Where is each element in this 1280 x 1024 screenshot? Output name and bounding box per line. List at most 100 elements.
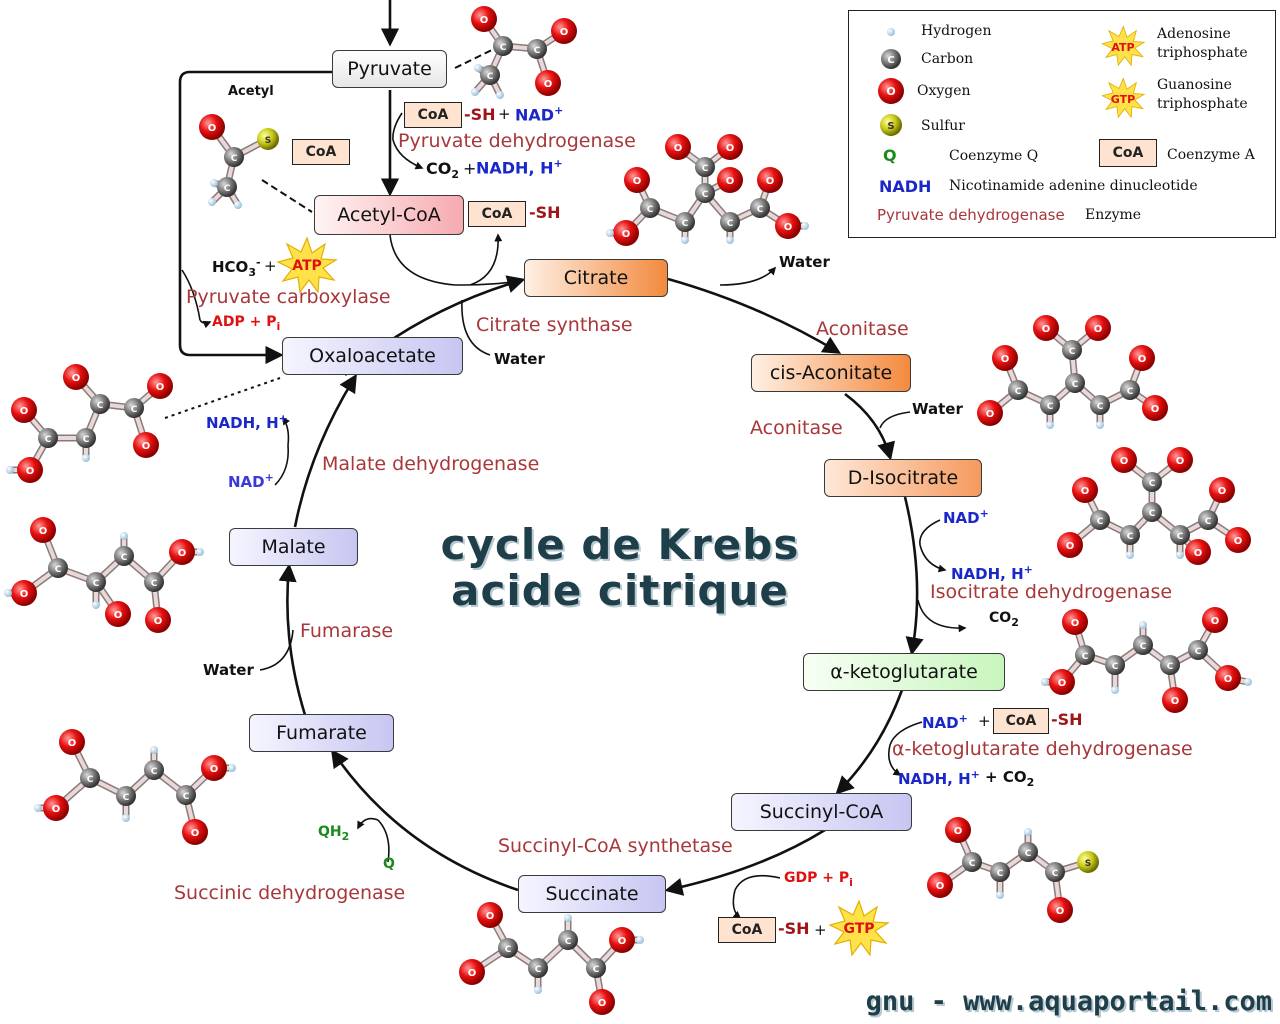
water-aconitase-2: Water [912, 400, 963, 418]
atp-burst-shape [276, 236, 338, 294]
carbon-atom [480, 65, 500, 85]
oxygen-atom [613, 220, 639, 246]
side-nadh-iso [919, 544, 947, 573]
legend-atp-line1: Adenosine [1157, 26, 1231, 42]
hydrogen-atom [636, 936, 644, 944]
oxygen-atom [1209, 477, 1235, 503]
plus-succinyl: + [814, 921, 827, 939]
hydrogen-atom [150, 746, 158, 754]
carbon-atom [1170, 525, 1190, 545]
oxygen-atom-letter: O [191, 828, 200, 839]
gtp-burst-shape [828, 899, 890, 957]
side-qh2 [357, 817, 379, 830]
hydrogen-atom [681, 236, 689, 244]
carbon-atom-letter: C [93, 579, 100, 589]
hydrogen-atom [1024, 828, 1032, 836]
oxygen-atom-letter: O [1138, 354, 1147, 365]
oxygen-atom-letter: O [68, 738, 77, 749]
sh-succinyl: -SH [778, 919, 810, 938]
carbon-atom [38, 428, 58, 448]
sulfur-atom [257, 128, 279, 150]
hydrogen-atom [210, 179, 218, 187]
carbon-atom [1120, 380, 1140, 400]
oxygen-atom [1047, 897, 1073, 923]
nadh-mal-sup: + [278, 412, 288, 425]
oxygen-atom [1167, 447, 1193, 473]
oxygen-atom-letter: O [20, 589, 29, 600]
coa-box-succinyl: CoA [718, 917, 776, 943]
carbon-atom-letter: C [969, 859, 976, 869]
oxygen-atom-letter: O [544, 79, 553, 90]
sulfur-atom-letter: S [265, 136, 271, 146]
carbon-atom-letter: C [1069, 347, 1076, 357]
enzyme-fumarase: Fumarase [300, 620, 394, 642]
side-gdp [734, 874, 781, 891]
nadh-kg-text: NADH, H [898, 770, 971, 788]
title-line-1: cycle de Krebs [440, 520, 800, 569]
co2-kg-text: CO [1002, 768, 1027, 786]
carbon-atom-letter: C [487, 72, 494, 82]
carbon-atom-letter: C [1149, 479, 1156, 489]
coa-box-pdh: CoA [404, 102, 462, 128]
oxygen-atom [477, 902, 503, 928]
oxygen-atom [471, 6, 497, 32]
hydrogen-atom [726, 236, 734, 244]
hydrogen-atom [34, 804, 42, 812]
hco3-text: HCO [212, 258, 249, 276]
oxygen-atom-letter: O [726, 143, 735, 154]
enzyme-pyruvate-carboxylase: Pyruvate carboxylase [186, 286, 391, 308]
node-pyruvate: Pyruvate [332, 50, 447, 88]
oxygen-atom-letter: O [208, 123, 217, 134]
carbon-atom-letter: C [183, 792, 190, 802]
side-water-cis [879, 411, 911, 429]
carbon-atom [1188, 640, 1208, 660]
carbon-atom [750, 198, 770, 218]
carbon-atom-letter: C [55, 565, 62, 575]
footer-credit: gnu - www.aquaportail.com [865, 986, 1272, 1017]
oxygen-atom [459, 959, 485, 985]
carbon-atom [86, 572, 106, 592]
q: Q [383, 856, 395, 872]
oxygen-atom [1185, 539, 1211, 565]
oxygen-atom-letter: O [618, 936, 627, 947]
hydrogen-atom [564, 914, 572, 922]
carbon-atom-letter: C [123, 793, 130, 803]
legend-gtp-icon-text: GTP [1111, 93, 1135, 106]
carbon-atom-letter: C [1177, 532, 1184, 542]
hydrogen-atom [1126, 551, 1134, 559]
carbon-atom-letter: C [1127, 387, 1134, 397]
oxygen-atom [945, 817, 971, 843]
carbon-atom [640, 198, 660, 218]
oxygen-atom-letter: O [1066, 541, 1075, 552]
legend-oxygen-icon [878, 78, 904, 104]
node-oxaloacetate: Oxaloacetate [282, 337, 463, 375]
oxygen-atom-letter: O [784, 222, 793, 233]
carbon-atom [176, 785, 196, 805]
oxygen-atom [201, 755, 227, 781]
legend-hydrogen: Hydrogen [921, 23, 992, 39]
carbon-atom [1142, 502, 1162, 522]
oxygen-atom-letter: O [52, 804, 61, 815]
hydrogen-atom [1046, 421, 1054, 429]
oxygen-atom-letter: O [210, 764, 219, 775]
enzyme-ketoglutarate-dehydrogenase: α-ketoglutarate dehydrogenase [892, 738, 1193, 760]
carbon-atom [720, 212, 740, 232]
sh-ketoglutarate: -SH [1051, 710, 1083, 729]
enzyme-succinic-dehydrogenase: Succinic dehydrogenase [174, 882, 406, 904]
legend-carbon: Carbon [921, 51, 974, 67]
oxygen-atom [1215, 665, 1241, 691]
legend-gtp-line2: triphosphate [1157, 96, 1248, 112]
oxygen-atom [43, 795, 69, 821]
hydrogen-atom [496, 91, 504, 99]
legend-oxygen-icon-letter: O [886, 85, 895, 98]
gdp-text: GDP + P [784, 870, 850, 886]
oxygen-atom-letter: O [1224, 674, 1233, 685]
plus-kg: + [978, 712, 991, 730]
legend-atp-line2: triphosphate [1157, 45, 1248, 61]
side-co2-iso [917, 599, 967, 633]
carbon-atom-letter: C [1025, 849, 1032, 859]
